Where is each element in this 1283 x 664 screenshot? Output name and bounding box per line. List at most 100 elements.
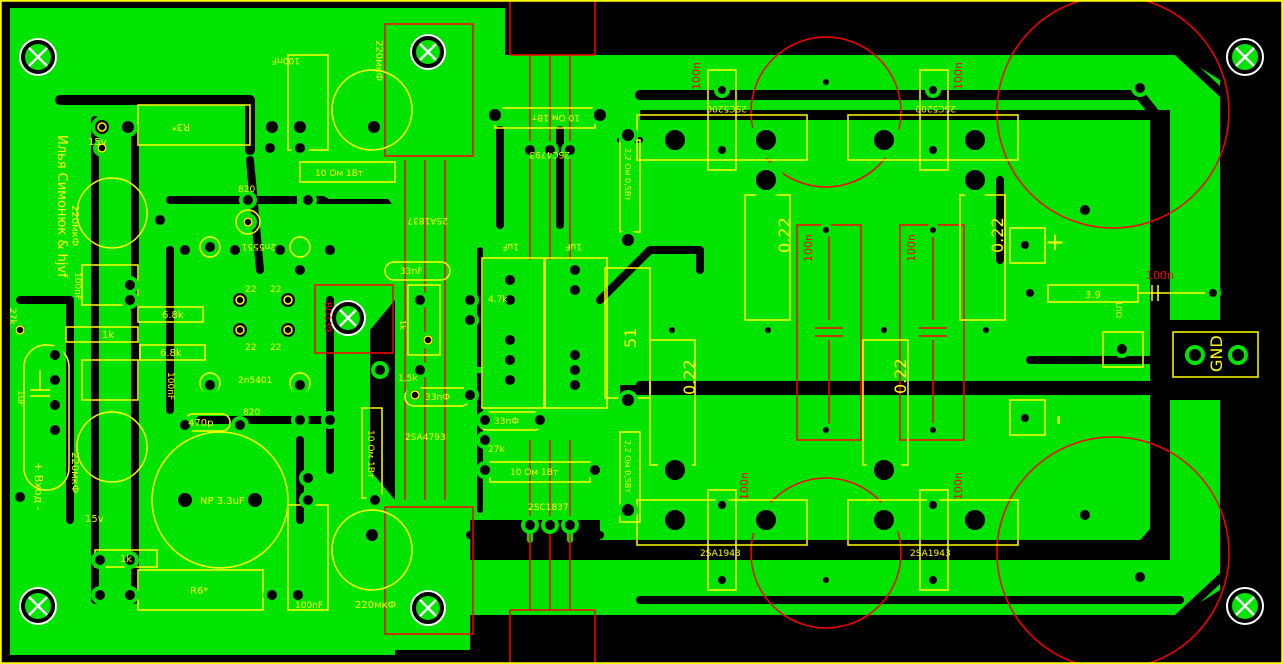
pad [819, 223, 833, 237]
pad [877, 323, 891, 337]
pad [91, 551, 109, 569]
pads [11, 75, 1248, 604]
label-c220-bot: 220мкФ [355, 600, 397, 611]
pad [11, 321, 29, 339]
label-100n-d: 100n [905, 234, 918, 262]
label-r1k-top: 1k [102, 330, 114, 341]
pad [925, 82, 941, 98]
label-33p-b: 33пФ [425, 393, 450, 403]
mount-hole-center-bot [410, 590, 446, 626]
pad [239, 191, 257, 209]
pad [176, 416, 194, 434]
pad-marker [243, 217, 253, 227]
pad [244, 489, 266, 511]
label-22-c: 22 [245, 343, 256, 353]
label-2.2om-bot: 2,2 Ом 0,5Вт [623, 440, 632, 493]
pad [979, 323, 993, 337]
label-r51: 51 [621, 328, 640, 348]
pad [1131, 568, 1149, 586]
pad [291, 261, 309, 279]
pad [262, 117, 282, 137]
pad [819, 75, 833, 89]
label-27k-mid: 27k [488, 445, 505, 455]
pad [289, 586, 307, 604]
pad [201, 238, 219, 256]
label-r39: 3.9 [1085, 290, 1101, 301]
pad [1022, 285, 1038, 301]
label-c100nf-bot: 100nF [295, 601, 323, 611]
label-2sa1837: 2SA1837 [407, 215, 448, 225]
label-100n-g: 100n [1146, 269, 1174, 282]
pad [229, 319, 251, 341]
pad [714, 572, 730, 588]
pad [261, 139, 279, 157]
pad [118, 117, 138, 137]
label-2sa1943-b: 2SA1943 [910, 549, 951, 559]
pad [1131, 79, 1149, 97]
pad-marker [410, 390, 420, 400]
pad [501, 331, 519, 349]
mount-hole-br [1226, 587, 1264, 625]
pad [299, 469, 317, 487]
label-100n-a: 100n [690, 62, 703, 90]
pad [618, 500, 638, 520]
pad [46, 346, 64, 364]
pad [239, 213, 257, 231]
pad-marker [97, 143, 107, 153]
pad [411, 361, 429, 379]
mount-hole-bl [19, 587, 57, 625]
label-470p: 470p [188, 418, 213, 429]
red-text: 100n 100n 100n 100n 100n 100n 100n [690, 62, 1174, 500]
pad [618, 390, 638, 410]
label-r68k-b: 6.8k [160, 348, 182, 359]
pad [121, 586, 139, 604]
pad [714, 142, 730, 158]
label-1.5k: 1,5k [398, 374, 418, 384]
pad [1113, 340, 1131, 358]
pad [618, 125, 638, 145]
pad [229, 289, 251, 311]
pad [371, 361, 389, 379]
label-r10-top: 10 Ом 1Вт [315, 169, 363, 179]
label-820-bot: 820 [243, 408, 260, 418]
label-820-top: 820 [238, 185, 255, 195]
label-r68k-a: 6.8k [162, 310, 184, 321]
mount-hole-center-top [410, 34, 446, 70]
pad [476, 461, 494, 479]
pad-marker [15, 325, 25, 335]
pad [566, 261, 584, 279]
label-2sa1943-a: 2SA1943 [700, 549, 741, 559]
pad [321, 411, 339, 429]
label-022-c: 0.22 [988, 217, 1007, 253]
pad [1076, 201, 1094, 219]
pad [226, 241, 244, 259]
pad [121, 291, 139, 309]
label-1uf-b: 1uF [565, 241, 582, 251]
label-4.7k: 4.7k [488, 295, 508, 305]
label-plus-big: + [1045, 228, 1065, 256]
mount-hole-bd139 [330, 300, 366, 336]
pad [541, 516, 559, 534]
label-2n5401: 2n5401 [238, 376, 272, 386]
label-33p-a: 33пF [400, 267, 423, 277]
pad-marker [283, 295, 293, 305]
pad [925, 142, 941, 158]
pad [618, 230, 638, 250]
pad [541, 141, 559, 159]
pad [476, 411, 494, 429]
pad [366, 491, 384, 509]
pad [1017, 410, 1033, 426]
pad [925, 572, 941, 588]
silk-text: Илья Симонюк & hjvf + Вход - 27k 1uF 15v… [7, 40, 1226, 611]
label-minus-big: - [1044, 415, 1077, 425]
pad [665, 323, 679, 337]
pad-marker [235, 295, 245, 305]
label-2sc5200-b: 2SC5200 [915, 103, 956, 113]
label-r6: R6* [190, 586, 208, 597]
pad [566, 361, 584, 379]
label-100n-e: 100n [738, 472, 751, 500]
label-r10-vert: 10 Ом 1Вт [365, 430, 375, 478]
label-2sc4793: 2SC4793 [529, 149, 570, 159]
label-c100nf-left-top: 100nF [72, 272, 82, 300]
